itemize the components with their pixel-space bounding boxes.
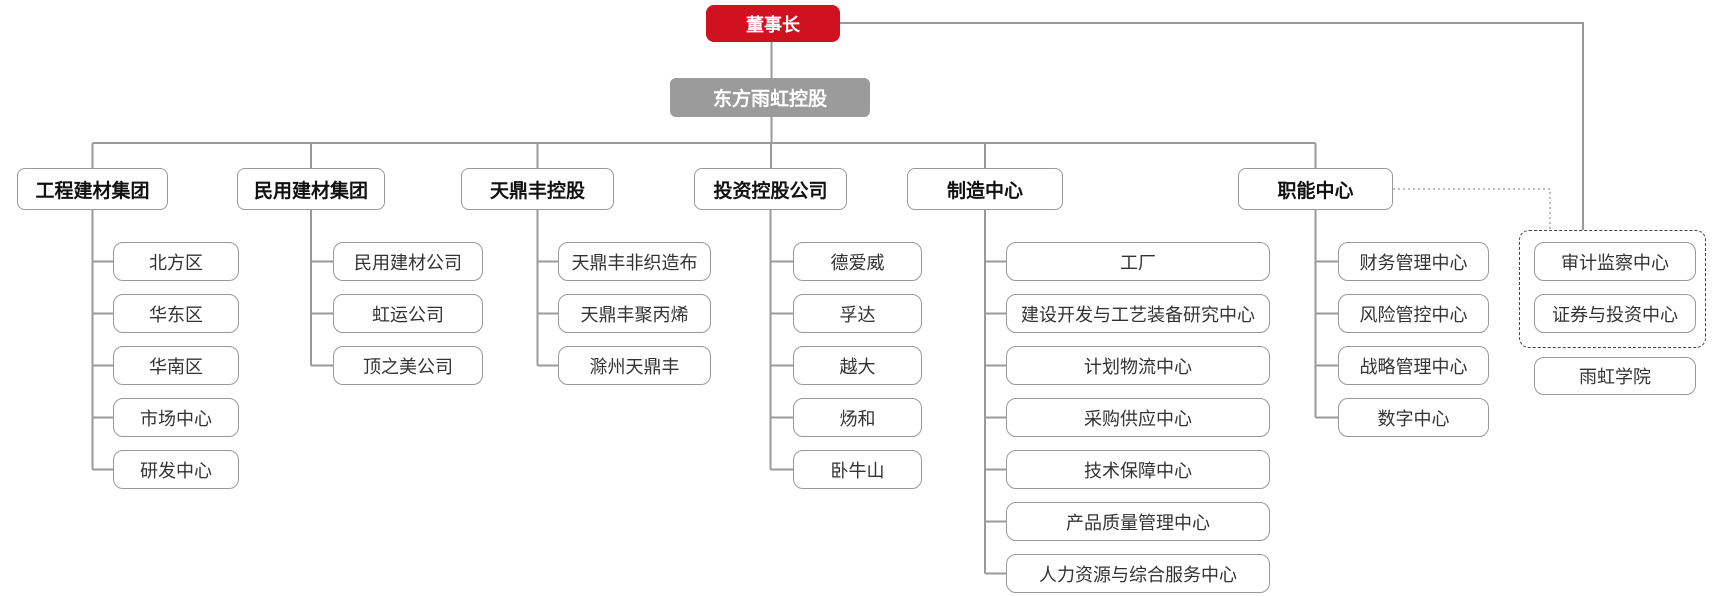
group-2-child-1: 天鼎丰聚丙烯 xyxy=(558,294,711,333)
group-5-child-3: 数字中心 xyxy=(1338,398,1489,437)
connector-group-3-children xyxy=(769,210,793,471)
group-2-head: 天鼎丰控股 xyxy=(461,168,614,210)
connector-chairman-audit-group xyxy=(840,22,1584,230)
group-0-child-4: 研发中心 xyxy=(113,450,239,489)
group-5-child-0: 财务管理中心 xyxy=(1338,242,1489,281)
group-4-child-6: 人力资源与综合服务中心 xyxy=(1006,554,1270,593)
group-1-child-2: 顶之美公司 xyxy=(333,346,483,385)
group-0-head: 工程建材集团 xyxy=(17,168,168,210)
connector-group-0-children xyxy=(91,210,113,471)
group-3-child-3: 炀和 xyxy=(793,398,922,437)
group-4-head: 制造中心 xyxy=(907,168,1063,210)
group-5-head: 职能中心 xyxy=(1238,168,1393,210)
connector-branch-drops xyxy=(91,143,1317,168)
group-0-child-2: 华南区 xyxy=(113,346,239,385)
group-3-child-2: 越大 xyxy=(793,346,922,385)
connector-group-2-children xyxy=(536,210,558,367)
group-1-child-1: 虹运公司 xyxy=(333,294,483,333)
node-chairman: 董事长 xyxy=(706,5,840,42)
group-0-child-3: 市场中心 xyxy=(113,398,239,437)
connector-functional-audit-dotted xyxy=(1393,188,1551,230)
group-4-child-5: 产品质量管理中心 xyxy=(1006,502,1270,541)
group-3-child-0: 德爱威 xyxy=(793,242,922,281)
group-4-child-2: 计划物流中心 xyxy=(1006,346,1270,385)
group-2-child-2: 滁州天鼎丰 xyxy=(558,346,711,385)
group-0-child-1: 华东区 xyxy=(113,294,239,333)
connector-group-1-children xyxy=(310,210,333,367)
node-audit-supervision-center: 审计监察中心 xyxy=(1534,242,1696,281)
group-4-child-1: 建设开发与工艺装备研究中心 xyxy=(1006,294,1270,333)
group-4-child-4: 技术保障中心 xyxy=(1006,450,1270,489)
group-0-child-0: 北方区 xyxy=(113,242,239,281)
group-1-child-0: 民用建材公司 xyxy=(333,242,483,281)
group-4-child-3: 采购供应中心 xyxy=(1006,398,1270,437)
node-holding-company: 东方雨虹控股 xyxy=(670,78,870,117)
group-1-head: 民用建材集团 xyxy=(237,168,385,210)
dashed-direct-report-group xyxy=(1519,230,1706,348)
node-yuhong-academy: 雨虹学院 xyxy=(1534,357,1696,395)
group-5-child-1: 风险管控中心 xyxy=(1338,294,1489,333)
node-securities-investment-center: 证券与投资中心 xyxy=(1534,294,1696,333)
group-3-head: 投资控股公司 xyxy=(694,168,847,210)
connector-group-5-children xyxy=(1314,210,1338,419)
group-3-child-1: 孚达 xyxy=(793,294,922,333)
group-5-child-2: 战略管理中心 xyxy=(1338,346,1489,385)
group-2-child-0: 天鼎丰非织造布 xyxy=(558,242,711,281)
connector-group-4-children xyxy=(984,210,1006,575)
group-4-child-0: 工厂 xyxy=(1006,242,1270,281)
group-3-child-4: 卧牛山 xyxy=(793,450,922,489)
